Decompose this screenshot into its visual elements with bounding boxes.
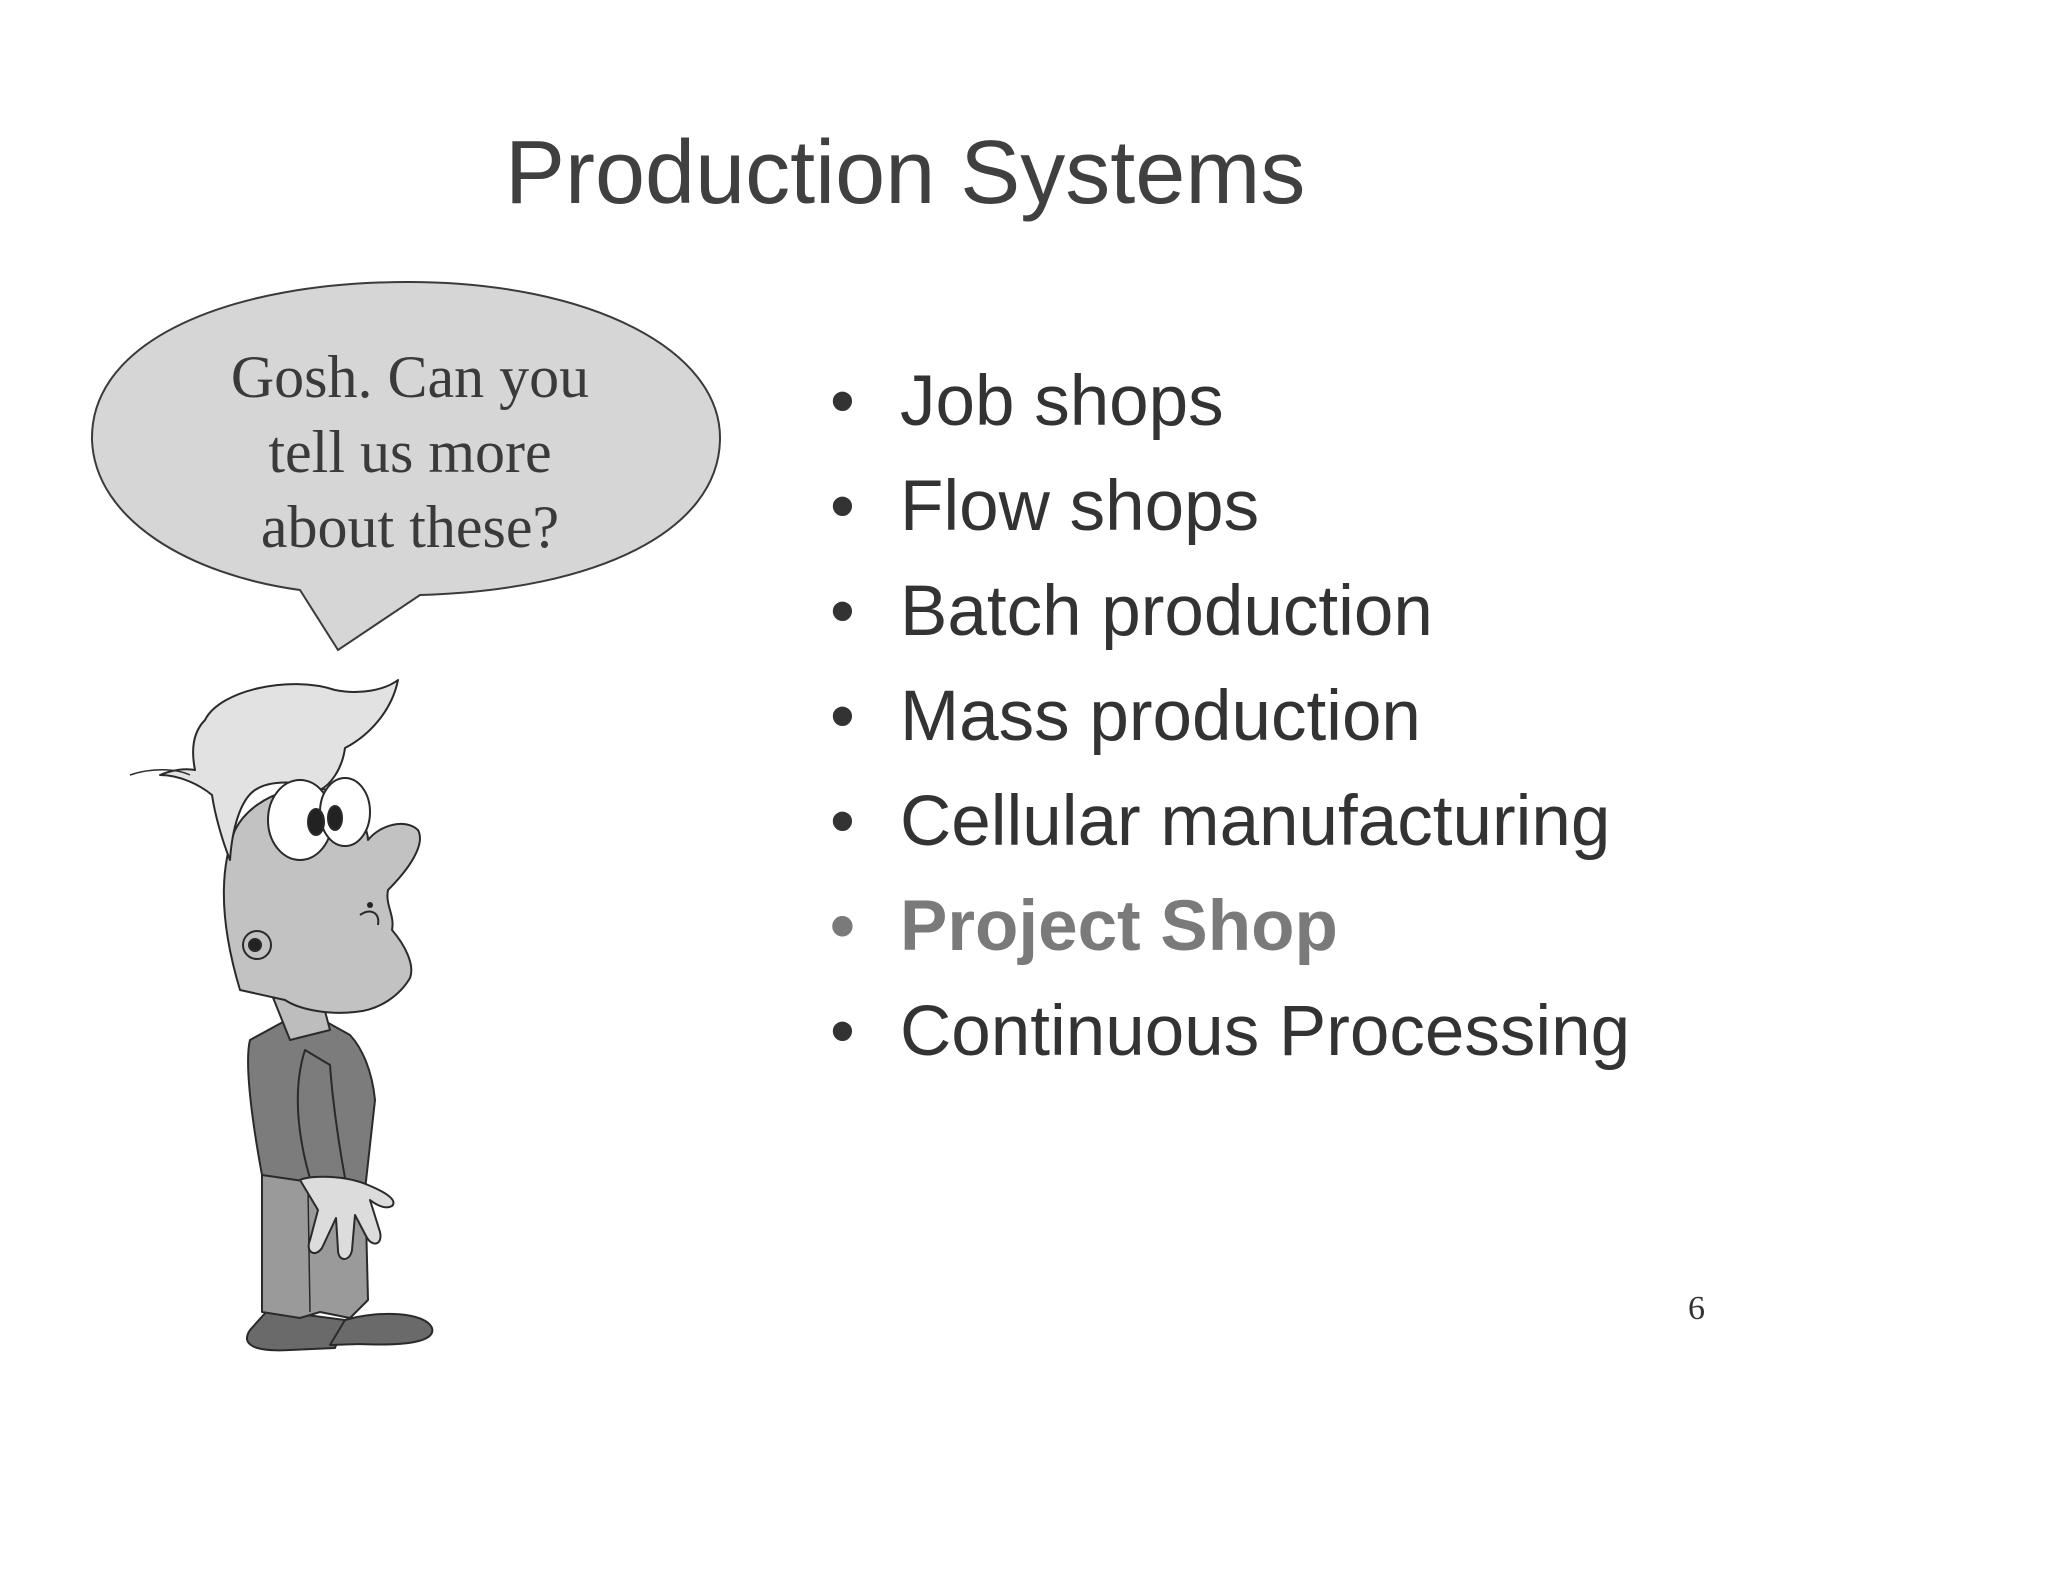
bullet-dot-icon: • (830, 362, 855, 441)
cartoon-man-icon (129, 679, 434, 1352)
speech-bubble-icon (90, 280, 722, 652)
bullet-label: Batch production (900, 572, 1433, 651)
bullet-label: Continuous Processing (900, 992, 1631, 1071)
bullet-item: • Batch production (830, 572, 1630, 677)
bullet-dot-icon: • (830, 677, 855, 756)
speech-bubble-text: Gosh. Can you tell us more about these? (160, 340, 660, 565)
bullet-item-highlighted: • Project Shop (830, 887, 1630, 992)
bullet-label: Flow shops (900, 467, 1260, 546)
bullet-dot-icon: • (830, 782, 855, 861)
bullet-dot-icon: • (830, 467, 855, 546)
bullet-label: Mass production (900, 677, 1421, 756)
page-number: 6 (1688, 1290, 1705, 1327)
slide-title: Production Systems (505, 123, 1306, 223)
bullet-item: • Flow shops (830, 467, 1630, 572)
bullet-item: • Job shops (830, 362, 1630, 467)
bullet-item: • Mass production (830, 677, 1630, 782)
speech-bubble-line: about these? (260, 494, 560, 560)
bullet-label: Job shops (900, 362, 1224, 441)
bullet-dot-icon: • (830, 572, 855, 651)
bullet-item: • Cellular manufacturing (830, 782, 1630, 887)
bullet-dot-icon: • (830, 992, 855, 1071)
bullet-item: • Continuous Processing (830, 992, 1630, 1097)
bullet-dot-icon: • (830, 887, 855, 966)
bullet-list: • Job shops • Flow shops • Batch product… (830, 362, 1630, 1097)
speech-bubble-line: tell us more (268, 419, 552, 485)
bullet-label: Cellular manufacturing (900, 782, 1611, 861)
bullet-label: Project Shop (900, 887, 1338, 966)
speech-bubble-line: Gosh. Can you (230, 344, 590, 410)
